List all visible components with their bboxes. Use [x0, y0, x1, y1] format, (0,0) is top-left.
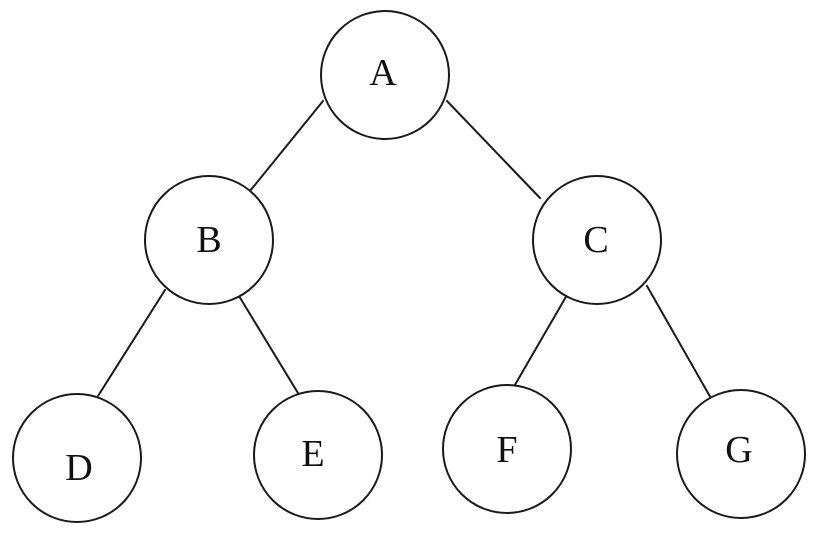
node-layer: A B C D E F G — [12, 10, 806, 523]
node-b-label: B — [196, 219, 221, 261]
node-g-label: G — [725, 429, 752, 471]
edge-a-c — [446, 100, 541, 199]
node-e-label: E — [301, 433, 324, 475]
node-a-label: A — [369, 52, 397, 94]
node-c-circle — [532, 175, 662, 305]
edge-a-b — [249, 100, 324, 192]
node-d: D — [12, 393, 142, 523]
node-f-label: F — [496, 429, 517, 471]
edge-b-e — [238, 295, 302, 399]
edge-layer — [97, 100, 713, 401]
node-c: C — [532, 175, 662, 305]
edge-c-g — [646, 285, 713, 401]
node-b: B — [144, 175, 274, 305]
node-a: A — [320, 10, 450, 140]
node-c-label: C — [583, 219, 608, 261]
edge-c-f — [511, 294, 568, 391]
node-e: E — [253, 390, 383, 520]
node-b-circle — [144, 175, 274, 305]
node-g-circle — [676, 389, 806, 519]
node-a-circle — [320, 10, 450, 140]
node-e-circle — [253, 390, 383, 520]
edge-b-d — [97, 289, 166, 397]
node-f: F — [442, 384, 572, 514]
node-d-circle — [12, 393, 142, 523]
node-f-circle — [442, 384, 572, 514]
node-g: G — [676, 389, 806, 519]
node-d-label: D — [65, 447, 92, 489]
